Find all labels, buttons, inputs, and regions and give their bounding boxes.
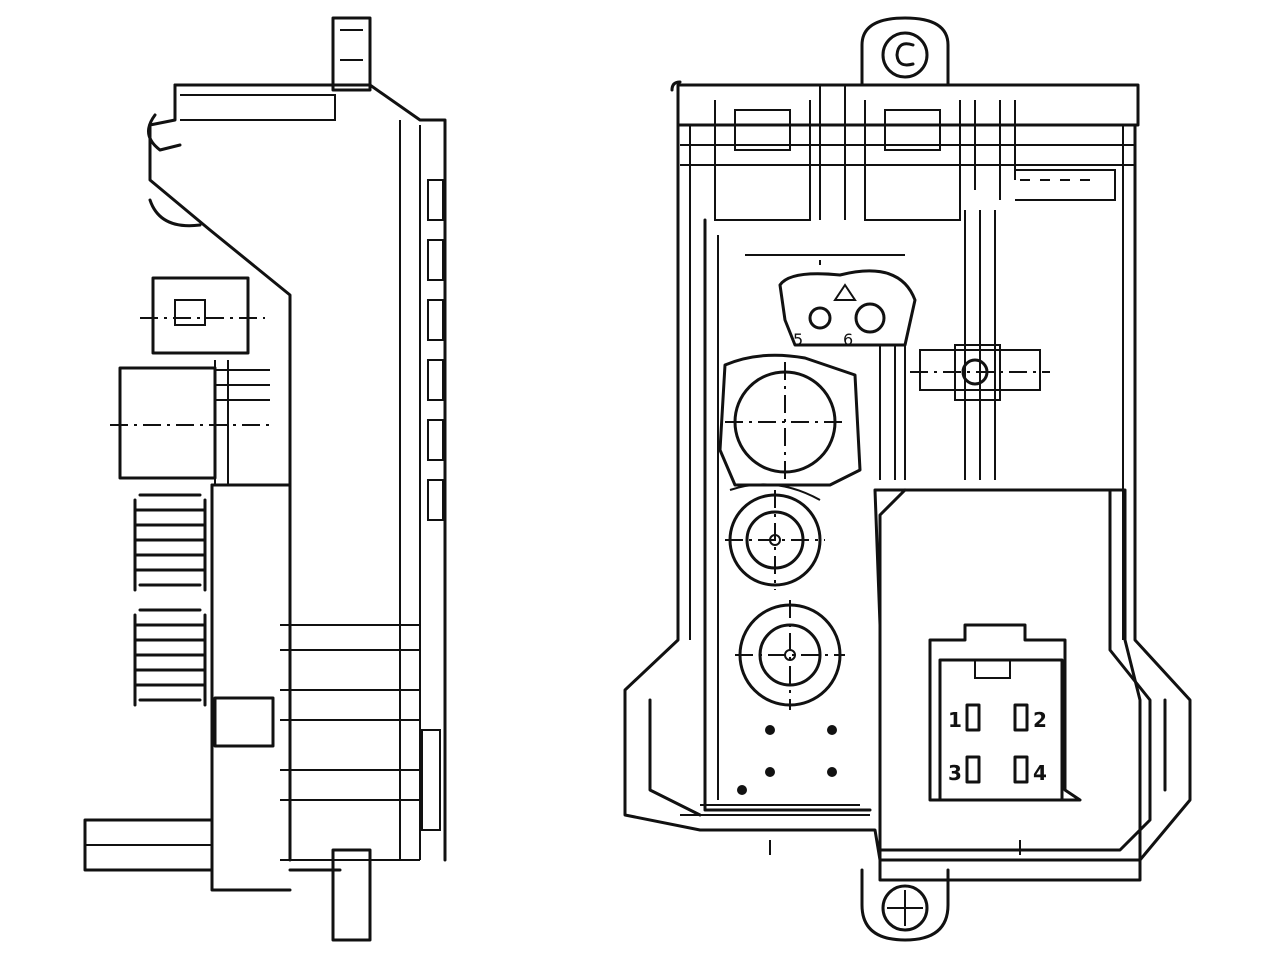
cooling-ribs xyxy=(427,179,444,521)
top-mount-hole xyxy=(881,31,929,79)
terminal-block xyxy=(714,85,1116,221)
pin-label-1: 1 xyxy=(948,708,962,732)
coil-spring-upper xyxy=(133,493,207,592)
pin-label-3: 3 xyxy=(948,761,962,785)
pin-slot-4 xyxy=(1013,755,1029,784)
pin-label-2: 2 xyxy=(1033,708,1047,732)
pin-slot-1 xyxy=(965,703,981,732)
connector-plug[interactable]: 1 2 3 4 xyxy=(928,623,1082,802)
terminal-mark-5: 5 xyxy=(793,330,803,349)
pin-slot-3 xyxy=(965,755,981,784)
bottom-mount-hole xyxy=(881,884,929,932)
board-dots xyxy=(737,725,837,795)
coil-spring-lower xyxy=(133,608,207,707)
side-view xyxy=(83,16,447,942)
pin-slot-2 xyxy=(1013,703,1029,732)
front-view: 5 6 xyxy=(623,16,1192,942)
cross-bracket xyxy=(910,344,1050,401)
terminal-mark-6: 6 xyxy=(843,330,853,349)
pin-label-4: 4 xyxy=(1033,761,1047,785)
